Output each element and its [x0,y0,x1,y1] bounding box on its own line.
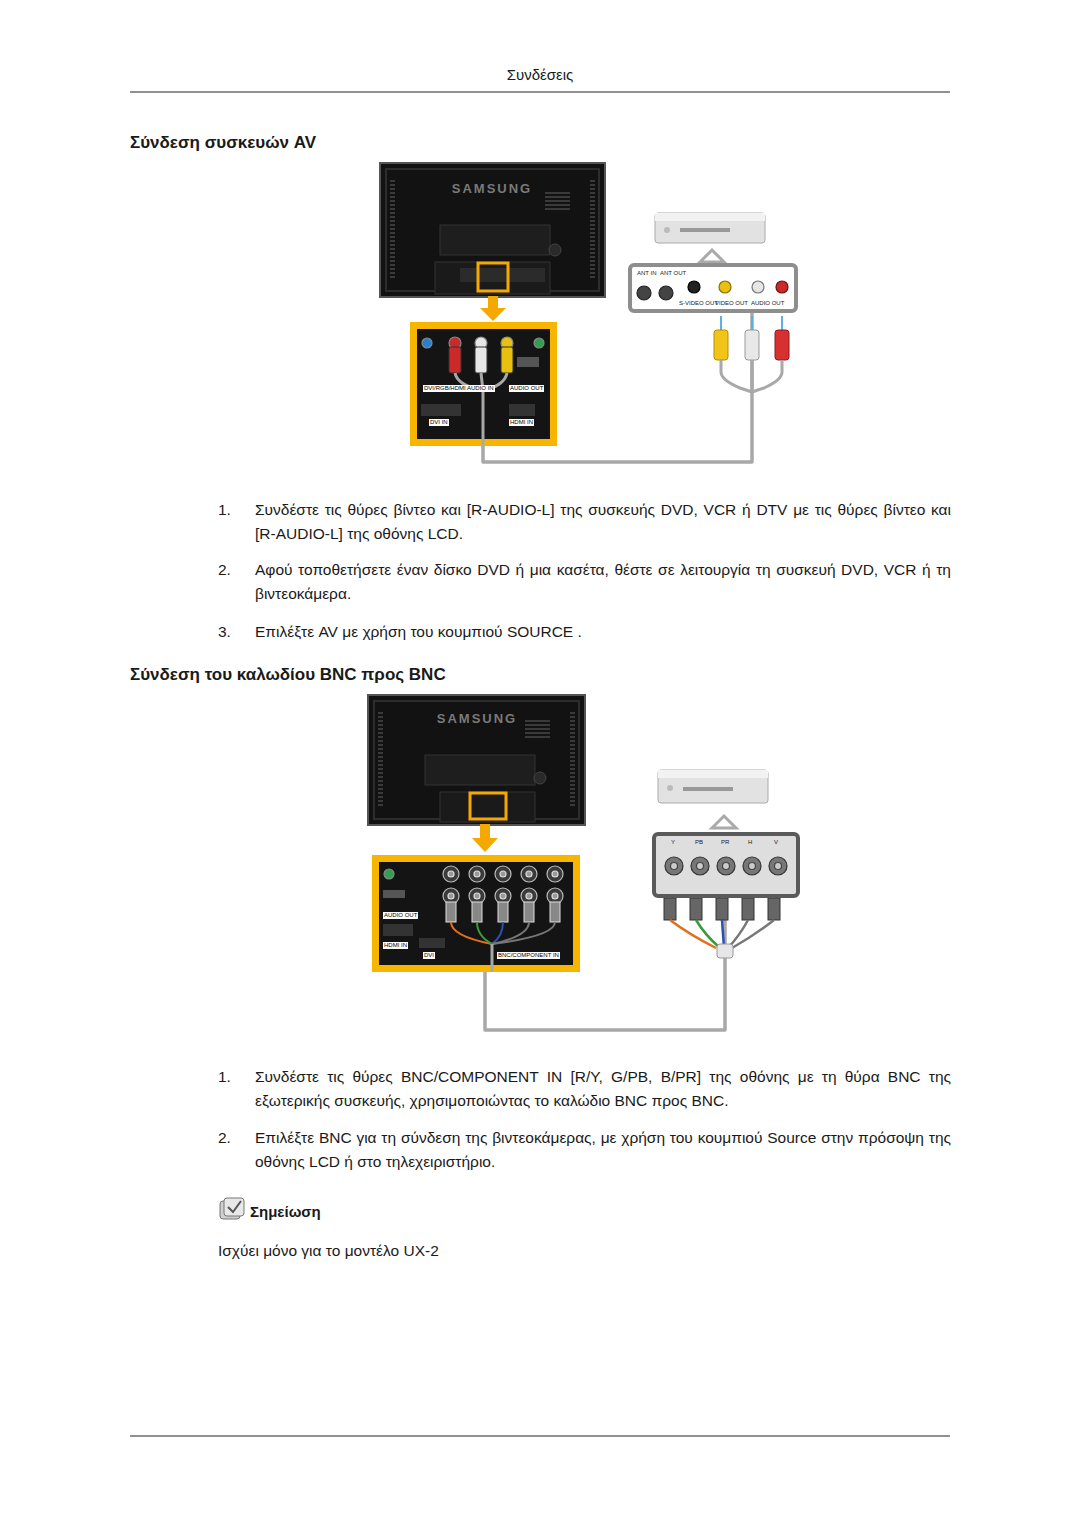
step-number: 1. [218,1065,248,1089]
device-port-panel: Y PB PR H V [652,832,800,898]
port-label: AUDIO OUT [750,300,785,307]
port-label: DVI [423,952,435,959]
port-label: AUDIO OUT [509,385,544,392]
brand-logo: SAMSUNG [437,181,547,197]
zoom-arrow [480,296,506,321]
port-label: HDMI IN [383,942,408,949]
port-label: DVI IN [429,419,449,426]
dvd-player [658,770,768,803]
port-label: S-VIDEO OUT [678,300,719,307]
step-text: Επιλέξτε AV με χρήση του κουμπιού SOURCE… [255,620,951,644]
port-label: Y [670,839,676,846]
step-text: Συνδέστε τις θύρες BNC/COMPONENT IN [R/Y… [255,1065,951,1113]
monitor-back [380,163,605,297]
port-panel: DVI/RGB/HDMI AUDIO IN AUDIO OUT DVI IN HDMI… [410,322,557,446]
port-label: VIDEO OUT [714,300,749,307]
bnc-plugs [664,898,780,958]
port-label: H [747,839,753,846]
port-label: PR [720,839,730,846]
note-icon [220,1198,244,1219]
port-label: HDMI IN [509,419,534,426]
rca-plugs [714,316,789,392]
step-number: 3. [218,620,248,644]
note-text: Ισχύει μόνο για το μοντέλο UX-2 [218,1239,718,1263]
port-label: AUDIO OUT [383,912,418,919]
port-label: DVI/RGB/HDMI AUDIO IN [423,385,495,392]
port-label: PB [694,839,704,846]
brand-logo: SAMSUNG [422,711,532,727]
device-arrow [700,250,724,262]
section-heading: Σύνδεση του καλωδίου BNC προς BNC [130,663,730,687]
device-port-panel: ANT INANT OUT S-VIDEO OUTVIDEO OUTAUDIO O… [628,263,798,313]
page-header: Συνδέσεις [130,64,950,86]
header-rule [130,92,950,93]
dvd-player [655,213,765,243]
section-heading: Σύνδεση συσκευών AV [130,131,730,155]
step-text: Επιλέξτε BNC για τη σύνδεση της βιντεοκά… [255,1126,951,1174]
zoom-arrow [472,824,498,852]
footer-rule [130,1436,950,1437]
monitor-back [368,695,585,825]
port-drawing [379,862,587,979]
step-number: 2. [218,1126,248,1150]
port-drawing [656,836,804,902]
port-label: ANT IN [636,270,658,277]
port-panel: AUDIO OUT HDMI IN DVI BNC/COMPONENT IN [372,855,580,972]
step-text: Συνδέστε τις θύρες βίντεο και [R-AUDIO-L… [255,498,951,546]
port-label: V [773,839,779,846]
port-label: ANT OUT [659,270,687,277]
step-text: Αφού τοποθετήσετε έναν δίσκο DVD ή μια κ… [255,558,951,606]
device-arrow [712,816,736,828]
port-label: BNC/COMPONENT IN [497,952,560,959]
port-drawing [632,267,802,317]
step-number: 1. [218,498,248,522]
step-number: 2. [218,558,248,582]
note-heading: Σημείωση [250,1200,450,1224]
